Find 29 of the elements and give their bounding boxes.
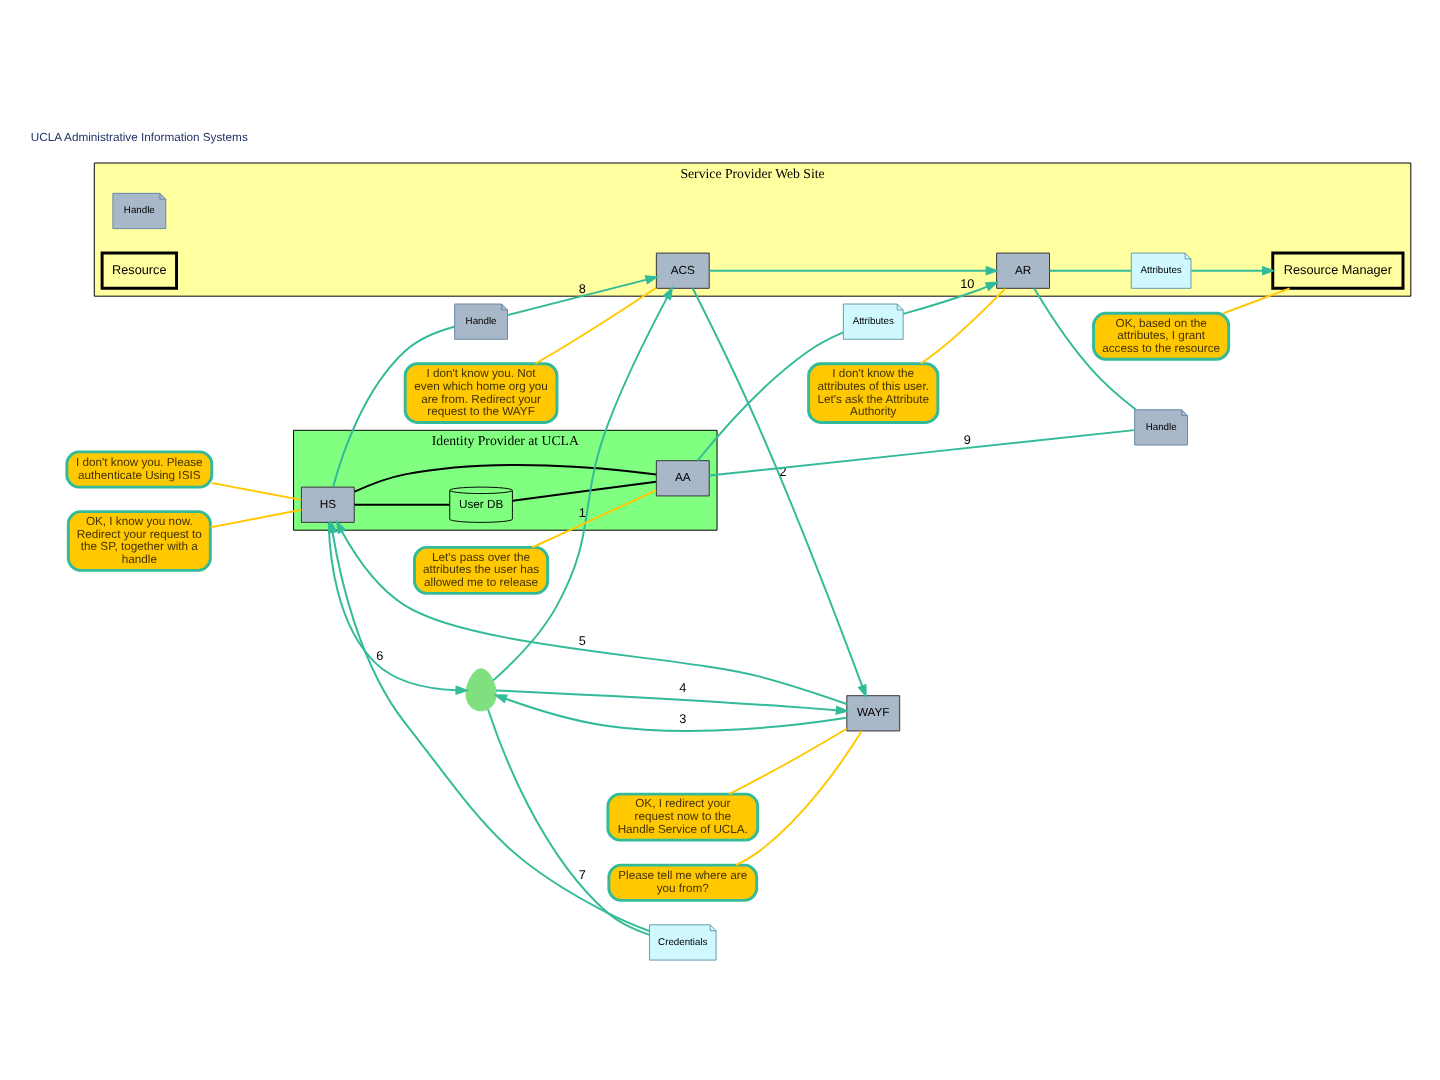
connector [511, 480, 658, 502]
connector [708, 429, 1136, 477]
arrow [506, 275, 660, 317]
node-person [465, 668, 497, 712]
connector [696, 331, 845, 462]
arrow [495, 689, 850, 715]
connector [1033, 287, 1137, 411]
arrow [691, 287, 867, 699]
connector [1222, 287, 1291, 315]
arrow [335, 519, 848, 705]
connector [919, 287, 1007, 365]
arrow [708, 265, 1000, 276]
connector [353, 464, 658, 493]
connector [487, 708, 651, 936]
arrow [902, 281, 1000, 315]
connector [531, 489, 657, 549]
arrow [327, 519, 651, 932]
connector [332, 325, 456, 488]
connector [735, 730, 863, 867]
arrow [493, 694, 848, 732]
connector [534, 286, 658, 365]
arrow [1190, 265, 1276, 276]
connector [209, 508, 303, 529]
connector [210, 482, 303, 501]
connector [728, 727, 848, 795]
connector [1048, 269, 1132, 272]
connector [353, 503, 451, 506]
arrow [492, 286, 674, 682]
arrow [327, 521, 470, 695]
